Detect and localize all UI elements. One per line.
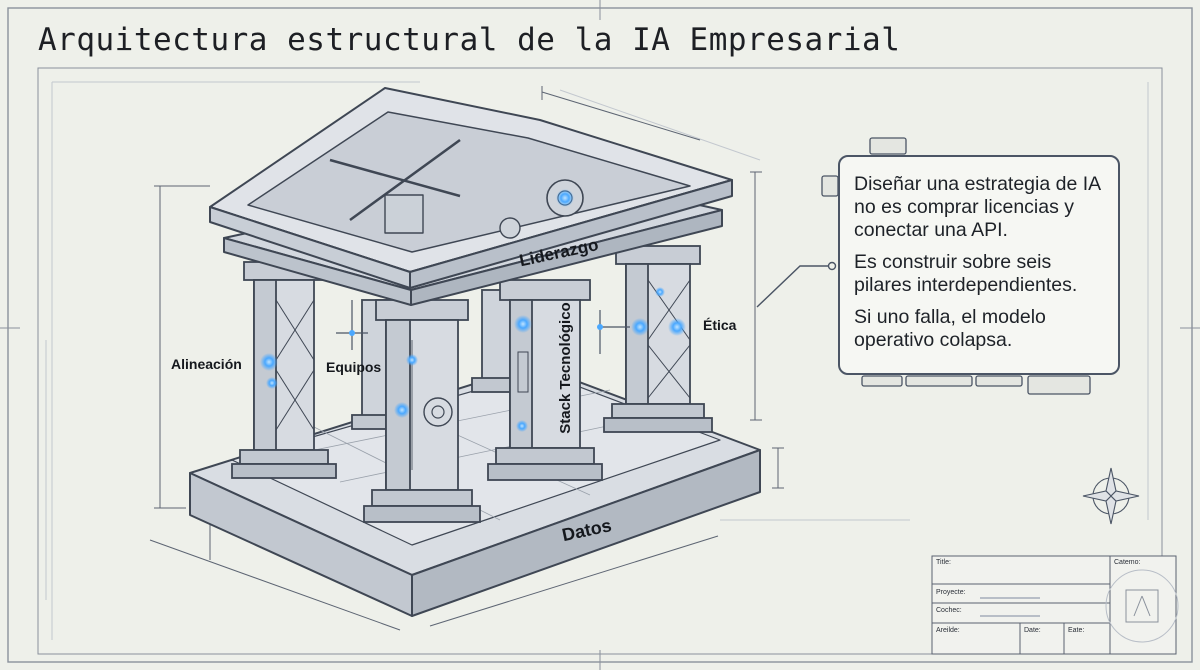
compass-rose-icon	[1082, 467, 1140, 525]
glow-nodes	[260, 189, 686, 432]
callout-leader	[756, 261, 837, 308]
callout-text-3: Si uno falla, el modelo operativo colaps…	[854, 306, 1046, 351]
title-block-date-label-2: Eate:	[1068, 627, 1085, 634]
callout-text-2: Es construir sobre seis pilares interdep…	[854, 251, 1078, 296]
label-equipos: Equipos	[326, 359, 382, 375]
construction-lines	[45, 81, 1149, 640]
label-etica: Ética	[703, 317, 737, 333]
title-block-corner-label: Catemo:	[1114, 559, 1141, 566]
title-block-checked-label: Cochec:	[936, 607, 962, 614]
pillar-ethics	[603, 245, 713, 433]
title-block-title-label: Title:	[936, 559, 951, 566]
label-stack-tecnologico: Stack Tecnológico	[557, 302, 574, 433]
label-alineacion: Alineación	[171, 356, 242, 372]
page-title: Arquitectura estructural de la IA Empres…	[38, 22, 901, 58]
callout-panel: Diseñar una estrategia de IA no es compr…	[838, 155, 1120, 375]
callout-text-1: Diseñar una estrategia de IA no es compr…	[854, 173, 1101, 241]
roof-pediment	[209, 87, 733, 306]
title-block-grid	[931, 555, 1179, 655]
title-block-date-label-1: Date:	[1024, 627, 1041, 634]
axis-markers	[336, 300, 630, 354]
dimension-lines	[149, 86, 784, 631]
title-block-approved-label: Areilde:	[936, 627, 960, 634]
title-block-project-label: Proyecte:	[936, 589, 966, 596]
